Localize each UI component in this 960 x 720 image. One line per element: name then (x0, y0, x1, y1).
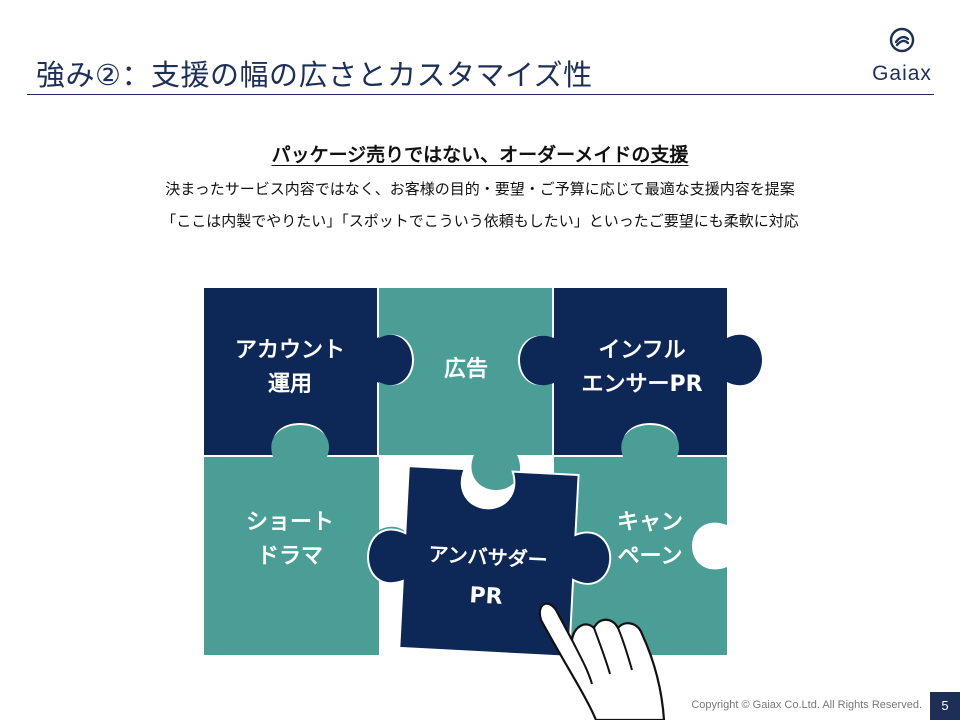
puzzle-piece-short-drama (204, 425, 414, 655)
label-influencer-line-2: エンサーPR (581, 372, 703, 397)
label-account: アカウント 運用 (214, 334, 366, 402)
label-short-drama: ショート ドラマ (210, 506, 370, 574)
label-influencer-line-1: インフル (598, 338, 686, 363)
hand-finger-line (571, 627, 633, 685)
label-account-line-2: 運用 (267, 372, 312, 397)
hand-illustration (538, 602, 666, 720)
label-short-drama-line-1: ショート (245, 510, 334, 535)
label-ad: 広告 (394, 353, 538, 387)
gaiax-logo-icon (889, 27, 915, 53)
copyright-text: Copyright © Gaiax Co.Ltd. All Rights Res… (691, 699, 922, 711)
label-account-line-1: アカウント (234, 338, 345, 363)
puzzle-piece-account (204, 288, 412, 455)
puzzle-piece-campaign (554, 425, 727, 655)
label-ambassador: アンバサダー PR (400, 536, 574, 619)
gaiax-logo: Gaiax (866, 26, 938, 90)
page-number: 5 (930, 692, 960, 720)
label-campaign-line-1: キャン (616, 510, 683, 535)
label-campaign: キャン ペーン (580, 506, 720, 574)
description-line-2: 「ここは内製でやりたい」「スポットでこういう依頼もしたい」といったご要望にも柔軟… (161, 212, 799, 230)
section-subheading: パッケージ売りではない、オーダーメイドの支援 (0, 140, 960, 167)
label-influencer: インフル エンサーPR (562, 334, 722, 402)
logo-text: Gaiax (872, 62, 932, 85)
description-line-1: 決まったサービス内容ではなく、お客様の目的・要望・ご予算に応じて最適な支援内容を… (165, 180, 795, 198)
puzzle-piece-influencer (520, 288, 762, 455)
label-campaign-line-2: ペーン (617, 544, 683, 569)
label-short-drama-line-2: ドラマ (256, 544, 323, 569)
subheading-text: パッケージ売りではない、オーダーメイドの支援 (271, 144, 689, 166)
puzzle-piece-ad (379, 288, 552, 490)
title-divider (27, 94, 934, 95)
page-title: 強み②：支援の幅の広さとカスタマイズ性 (36, 58, 593, 92)
label-ad-line-1: 広告 (443, 357, 488, 382)
